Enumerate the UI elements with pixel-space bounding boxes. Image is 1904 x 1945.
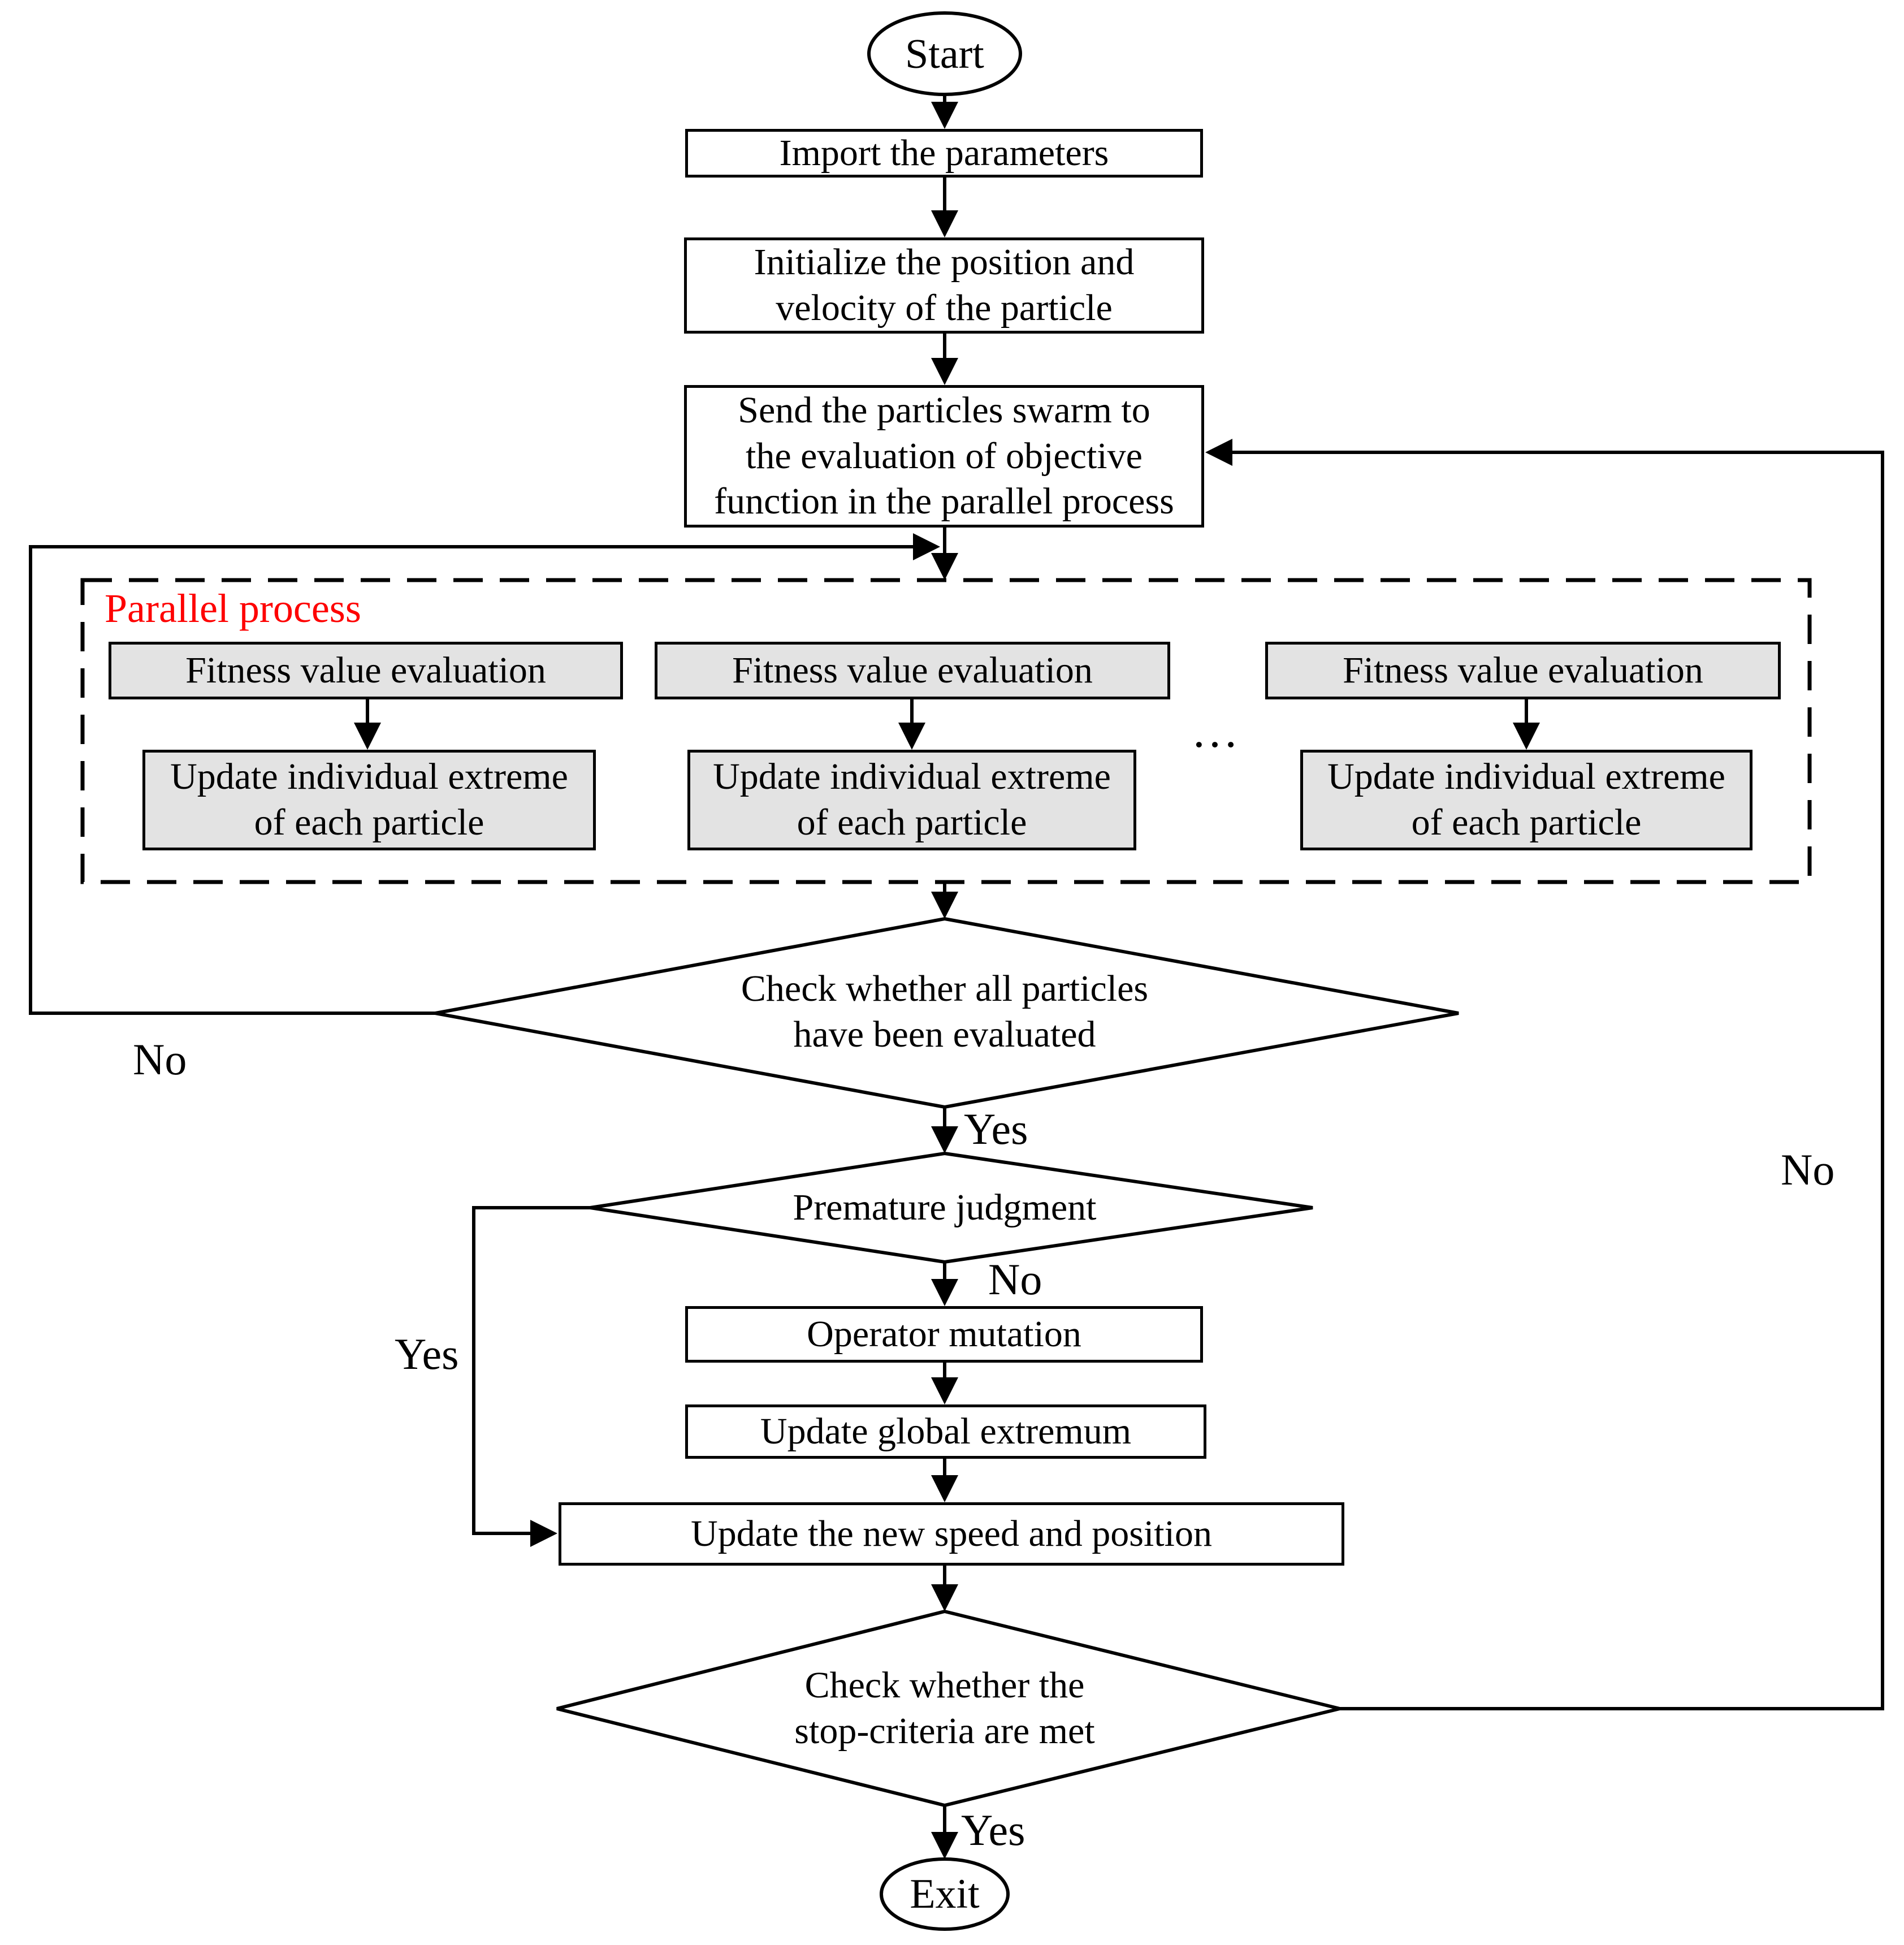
- node-update-individual-3-label: Update individual extreme of each partic…: [1327, 756, 1725, 843]
- parallel-process-title: Parallel process: [105, 586, 361, 631]
- arrowhead-into-update1: [354, 723, 381, 750]
- start-terminal-label: Start: [869, 14, 1020, 94]
- terminals: [867, 11, 1022, 1931]
- exit-text: Exit: [910, 1870, 980, 1917]
- arrowhead-into-global: [931, 1377, 958, 1404]
- arrowhead-into-initialize: [931, 210, 958, 237]
- check-all-evaluated-text: Check whether all particles have been ev…: [741, 968, 1149, 1055]
- arrowhead-into-exit: [931, 1832, 958, 1859]
- node-import-parameters-label: Import the parameters: [779, 132, 1109, 174]
- node-fitness-eval-2-label: Fitness value evaluation: [732, 649, 1093, 691]
- diamond-check-stop-label: Check whether the stop-criteria are met: [662, 1654, 1227, 1764]
- diamond-premature-judgment-label: Premature judgment: [719, 1181, 1171, 1235]
- node-update-speed-position-label: Update the new speed and position: [691, 1512, 1212, 1554]
- exit-terminal-shape: [880, 1857, 1010, 1931]
- arrowhead-into-update2: [898, 723, 925, 750]
- decision-diamonds: [435, 917, 1459, 1808]
- arrowhead-into-update3: [1513, 723, 1540, 750]
- arrowhead-no-loop-join: [913, 533, 940, 560]
- diamond-check-all-evaluated-label: Check whether all particles have been ev…: [662, 941, 1227, 1083]
- diamond-premature-judgment: [590, 1151, 1313, 1264]
- node-update-speed-position: Update the new speed and position: [559, 1502, 1344, 1566]
- label-premature-yes: Yes: [395, 1329, 459, 1378]
- node-fitness-eval-1-label: Fitness value evaluation: [185, 649, 546, 691]
- node-update-individual-1: Update individual extreme of each partic…: [142, 750, 596, 850]
- edge-evaluated-no-loop: [29, 545, 914, 1015]
- parallel-process-region: [80, 578, 1812, 884]
- arrowhead-into-parallel: [931, 553, 958, 580]
- label-stop-no: No: [1781, 1145, 1835, 1194]
- start-text: Start: [905, 31, 984, 77]
- arrowhead-into-operator: [931, 1279, 958, 1306]
- node-initialize-label: Initialize the position and velocity of …: [754, 241, 1135, 329]
- arrowhead-into-checkevaluated: [931, 892, 958, 919]
- node-update-individual-2: Update individual extreme of each partic…: [687, 750, 1136, 850]
- arrowhead-into-speed: [931, 1475, 958, 1502]
- label-evaluated-no: No: [133, 1035, 187, 1084]
- diamond-check-stop-criteria: [556, 1609, 1340, 1808]
- label-stop-yes: Yes: [961, 1805, 1025, 1855]
- parallel-ellipsis: …: [1191, 705, 1241, 758]
- node-import-parameters: Import the parameters: [685, 129, 1203, 178]
- node-fitness-eval-2: Fitness value evaluation: [655, 642, 1170, 699]
- node-update-individual-3: Update individual extreme of each partic…: [1300, 750, 1752, 850]
- arrowhead-no-into-send: [1205, 439, 1232, 466]
- node-fitness-eval-3-label: Fitness value evaluation: [1343, 649, 1703, 691]
- edge-premature-yes-branch: [472, 1206, 590, 1535]
- label-evaluated-yes: Yes: [964, 1104, 1028, 1153]
- arrowhead-into-import: [931, 102, 958, 129]
- node-update-individual-2-label: Update individual extreme of each partic…: [713, 756, 1111, 843]
- arrowhead-into-premature: [931, 1126, 958, 1153]
- arrowheads: [354, 102, 1540, 1859]
- premature-judgment-text: Premature judgment: [793, 1186, 1097, 1228]
- node-update-global-label: Update global extremum: [760, 1410, 1132, 1452]
- flow-lines: [29, 94, 1884, 1834]
- node-send-swarm-label: Send the particles swarm to the evaluati…: [714, 390, 1174, 522]
- node-initialize: Initialize the position and velocity of …: [684, 237, 1204, 334]
- node-fitness-eval-1: Fitness value evaluation: [109, 642, 623, 699]
- arrowhead-into-send: [931, 358, 958, 385]
- node-fitness-eval-3: Fitness value evaluation: [1265, 642, 1781, 699]
- node-update-individual-1-label: Update individual extreme of each partic…: [170, 756, 568, 843]
- arrowhead-yes-into-speed: [530, 1520, 557, 1547]
- exit-terminal-label: Exit: [881, 1860, 1008, 1928]
- start-terminal-shape: [867, 11, 1022, 96]
- diamond-check-all-evaluated: [435, 917, 1459, 1109]
- node-operator-mutation: Operator mutation: [685, 1306, 1203, 1363]
- node-send-swarm: Send the particles swarm to the evaluati…: [684, 385, 1204, 528]
- label-premature-no: No: [988, 1255, 1042, 1304]
- node-update-global: Update global extremum: [685, 1404, 1206, 1459]
- check-stop-text: Check whether the stop-criteria are met: [794, 1665, 1095, 1752]
- edge-stop-no-loop: [1231, 451, 1884, 1710]
- node-operator-mutation-label: Operator mutation: [807, 1313, 1081, 1355]
- arrowhead-into-checkstop: [931, 1584, 958, 1611]
